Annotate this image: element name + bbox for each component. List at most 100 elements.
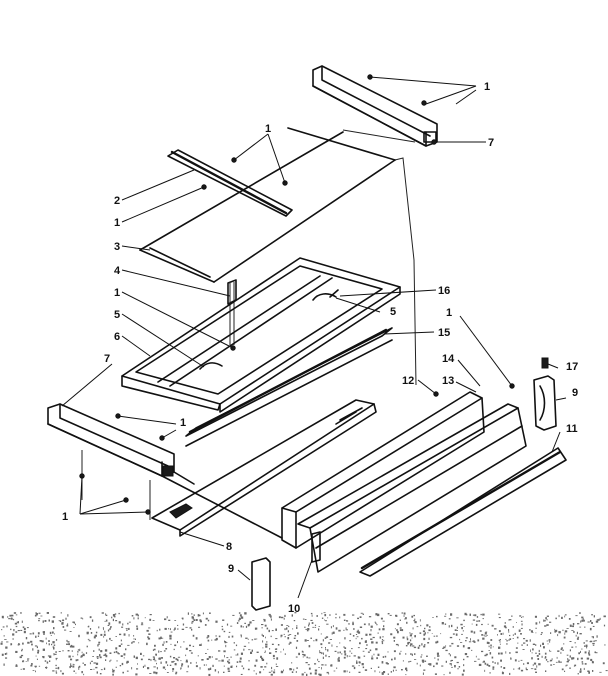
- noise-speck: [416, 662, 418, 665]
- bottom-rail-part-11: [359, 447, 567, 577]
- noise-speck: [275, 663, 277, 666]
- noise-speck: [468, 641, 472, 643]
- noise-speck: [78, 668, 80, 670]
- noise-speck: [1, 641, 3, 643]
- noise-speck: [567, 659, 570, 661]
- noise-speck: [271, 630, 274, 632]
- noise-speck: [11, 614, 14, 617]
- noise-speck: [221, 659, 224, 662]
- noise-speck: [373, 653, 375, 656]
- noise-speck: [233, 649, 236, 651]
- noise-speck: [177, 656, 181, 658]
- noise-speck: [165, 661, 168, 664]
- noise-speck: [205, 617, 208, 620]
- noise-speck: [442, 647, 445, 649]
- noise-speck: [348, 655, 351, 657]
- noise-speck: [375, 613, 378, 616]
- noise-speck: [349, 633, 352, 635]
- noise-speck: [375, 641, 378, 644]
- noise-speck: [193, 614, 195, 616]
- noise-speck: [140, 624, 144, 626]
- noise-speck: [344, 637, 346, 640]
- noise-speck: [574, 642, 576, 644]
- noise-speck: [546, 619, 548, 621]
- noise-speck: [295, 671, 297, 673]
- noise-speck: [499, 643, 501, 645]
- noise-speck: [312, 626, 315, 628]
- noise-speck: [174, 644, 177, 647]
- noise-speck: [119, 665, 122, 667]
- noise-speck: [2, 616, 4, 619]
- noise-speck: [128, 621, 131, 623]
- noise-speck: [89, 628, 92, 630]
- noise-speck: [384, 655, 387, 658]
- noise-speck: [512, 626, 514, 628]
- noise-speck: [35, 655, 37, 657]
- noise-speck: [497, 634, 498, 636]
- noise-speck: [297, 632, 299, 635]
- noise-speck: [522, 616, 524, 618]
- end-cap-part-9-left: [251, 557, 271, 611]
- noise-speck: [280, 651, 282, 653]
- noise-speck: [95, 662, 99, 665]
- noise-speck: [13, 629, 15, 632]
- noise-speck: [61, 672, 64, 675]
- noise-speck: [544, 656, 547, 659]
- rear-frame: [139, 127, 417, 386]
- noise-speck: [538, 663, 541, 666]
- noise-speck: [62, 622, 64, 624]
- noise-speck: [387, 651, 389, 653]
- screw-part-17: [541, 357, 549, 369]
- noise-speck: [550, 664, 553, 666]
- noise-speck: [355, 637, 357, 640]
- noise-speck: [106, 639, 108, 642]
- noise-speck: [577, 636, 580, 638]
- noise-speck: [112, 614, 116, 617]
- noise-speck: [392, 669, 394, 672]
- noise-speck: [526, 662, 529, 665]
- noise-speck: [197, 655, 199, 657]
- noise-speck: [191, 621, 193, 624]
- noise-speck: [410, 643, 413, 645]
- noise-speck: [371, 641, 374, 644]
- noise-speck: [564, 630, 568, 633]
- noise-speck: [35, 670, 36, 673]
- noise-speck: [263, 669, 265, 671]
- noise-speck: [584, 663, 587, 665]
- noise-speck: [488, 665, 491, 667]
- noise-speck: [265, 645, 268, 648]
- noise-speck: [27, 641, 30, 644]
- noise-speck: [414, 653, 416, 655]
- noise-speck: [264, 652, 266, 653]
- noise-speck: [186, 671, 189, 673]
- noise-speck: [55, 672, 58, 674]
- noise-speck: [256, 638, 258, 640]
- noise-speck: [545, 617, 547, 620]
- noise-speck: [393, 636, 396, 639]
- noise-speck: [549, 649, 550, 652]
- noise-speck: [175, 671, 178, 674]
- noise-speck: [359, 616, 362, 618]
- noise-speck: [470, 630, 473, 633]
- noise-speck: [177, 628, 179, 630]
- noise-speck: [289, 641, 291, 644]
- noise-speck: [68, 643, 70, 646]
- noise-speck: [107, 625, 110, 626]
- noise-speck: [456, 626, 458, 629]
- noise-speck: [105, 619, 108, 622]
- noise-speck: [368, 623, 370, 626]
- noise-speck: [432, 617, 434, 618]
- noise-speck: [270, 635, 272, 638]
- noise-speck: [268, 613, 271, 616]
- noise-speck: [70, 663, 72, 666]
- noise-speck: [424, 632, 426, 635]
- noise-speck: [180, 668, 182, 670]
- noise-speck: [177, 624, 179, 626]
- noise-speck: [586, 646, 588, 649]
- noise-speck: [102, 627, 104, 629]
- noise-speck: [349, 650, 351, 653]
- noise-speck: [205, 653, 207, 654]
- noise-speck: [323, 612, 326, 614]
- noise-speck: [598, 618, 600, 621]
- noise-speck: [436, 652, 439, 655]
